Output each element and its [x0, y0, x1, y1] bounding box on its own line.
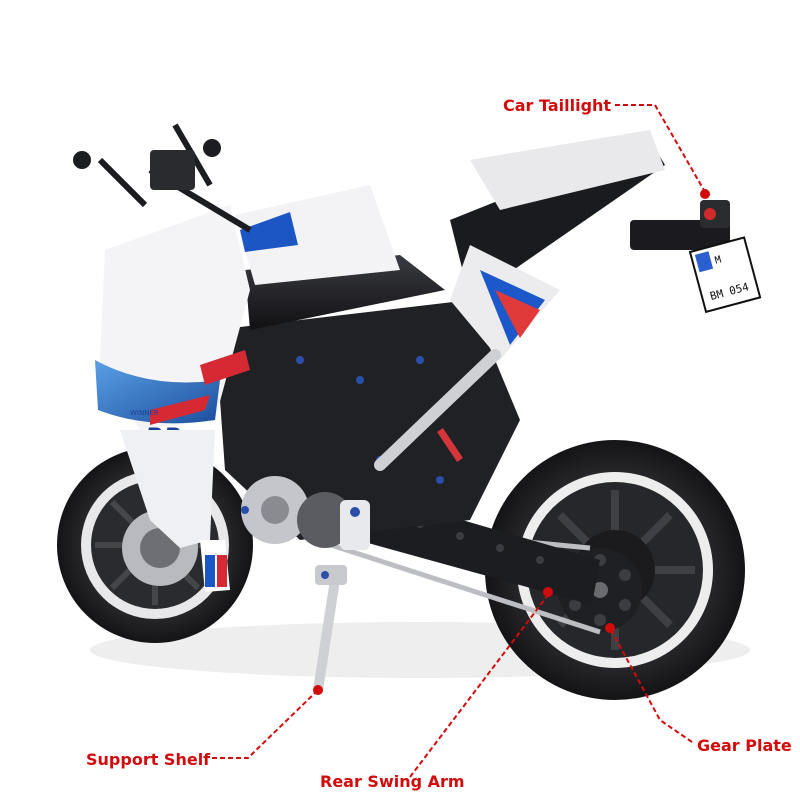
callout-car-taillight: Car Taillight [503, 96, 612, 115]
callout-gear-plate: Gear Plate [697, 736, 792, 755]
callout-dots [313, 189, 710, 695]
engine-frame [215, 300, 520, 548]
left-mirror [73, 151, 91, 169]
callout-rear-swing-arm: Rear Swing Arm [320, 772, 465, 791]
fuel-tank [235, 185, 400, 285]
fairing-logo: WINNER [130, 409, 159, 417]
callout-support-shelf: Support Shelf [86, 750, 211, 769]
right-mirror [203, 139, 221, 157]
instrument-cluster [150, 150, 195, 190]
taillight-assembly: BM 054 M [630, 200, 762, 314]
shock-absorber [374, 349, 501, 471]
footpeg [340, 500, 370, 550]
support-shelf [313, 565, 347, 695]
rear-subframe [450, 130, 665, 360]
callout-leaders [212, 104, 706, 778]
front-forks [120, 430, 230, 592]
plate-prefix: M [714, 254, 723, 266]
